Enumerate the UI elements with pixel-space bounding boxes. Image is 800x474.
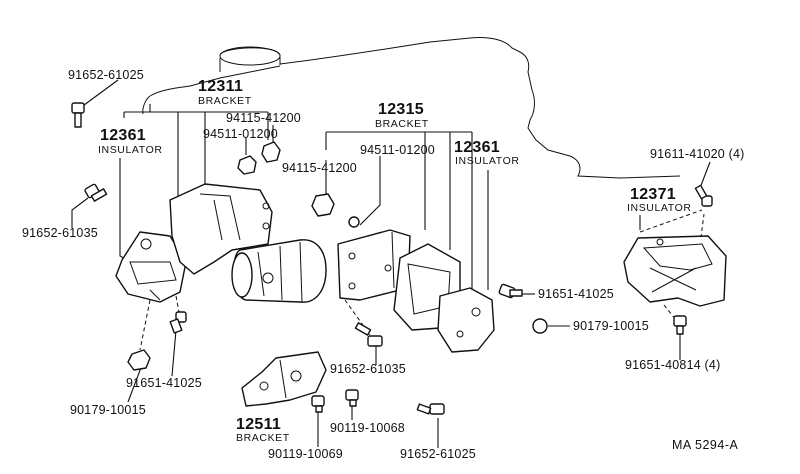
label-12371: 12371 (630, 186, 676, 203)
engine-outline (142, 37, 681, 179)
label-bracket-12511: BRACKET (236, 432, 290, 444)
label-91652-61025-top: 91652-61025 (68, 68, 144, 82)
label-insulator-12371: INSULATOR (627, 202, 692, 214)
label-insulator-left: INSULATOR (98, 144, 163, 156)
insulator-12361-left (115, 231, 187, 303)
leader-lines (71, 79, 711, 448)
bracket-12311 (169, 183, 273, 275)
label-12315: 12315 (378, 101, 424, 118)
label-91611-41020: 91611-41020 (4) (650, 147, 745, 161)
label-91652-61025-bottom: 91652-61025 (400, 447, 476, 461)
label-91651-40814: 91651-40814 (4) (625, 358, 721, 372)
label-bracket-12315: BRACKET (375, 118, 429, 130)
label-90119-10068: 90119-10068 (330, 421, 405, 435)
label-94511-01200-a: 94511-01200 (203, 127, 278, 141)
bracket-12511 (241, 351, 327, 407)
label-90179-10015-right: 90179-10015 (573, 319, 649, 333)
fasteners (71, 102, 713, 415)
label-91652-61035-mid: 91652-61035 (330, 362, 406, 376)
label-insulator-right: INSULATOR (455, 155, 520, 167)
insulator-12371 (623, 235, 727, 307)
label-94115-41200-a: 94115-41200 (226, 111, 301, 125)
label-90119-10069: 90119-10069 (268, 447, 343, 461)
label-12361-right: 12361 (454, 139, 500, 156)
label-12311: 12311 (198, 78, 244, 95)
label-12361-left: 12361 (100, 127, 146, 144)
label-12511: 12511 (236, 416, 282, 433)
label-94511-01200-b: 94511-01200 (360, 143, 435, 157)
insulator-12361-right (393, 243, 495, 353)
label-90179-10015-left: 90179-10015 (70, 403, 146, 417)
label-91651-41025-right: 91651-41025 (538, 287, 614, 301)
label-91651-41025-left: 91651-41025 (126, 376, 202, 390)
label-94115-41200-b: 94115-41200 (282, 161, 357, 175)
drawing-code: MA 5294-A (672, 438, 739, 452)
label-bracket-12311: BRACKET (198, 95, 252, 107)
label-91652-61035-left: 91652-61035 (22, 226, 98, 240)
starter-motor (231, 239, 327, 303)
